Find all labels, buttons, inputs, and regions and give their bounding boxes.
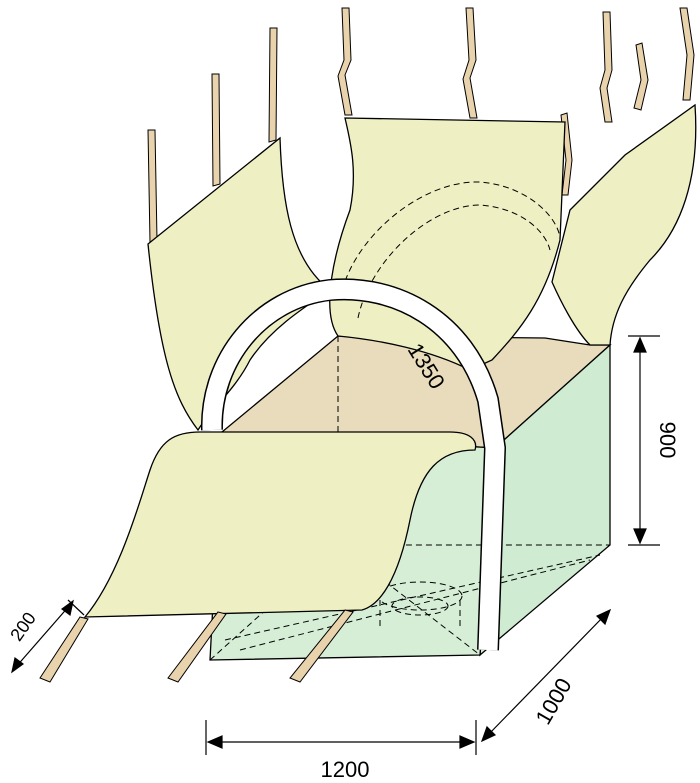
- front-straps: [39, 609, 354, 683]
- strap: [633, 42, 649, 111]
- strap: [289, 609, 354, 683]
- strap: [679, 7, 695, 101]
- strap: [462, 7, 478, 119]
- strap: [337, 7, 353, 116]
- lifting-band: [200, 278, 507, 651]
- hidden-arcs: [339, 181, 561, 319]
- lifting-straps: [147, 7, 695, 243]
- strap: [167, 611, 227, 683]
- left-flap: [147, 136, 332, 432]
- height-label: 900: [655, 422, 680, 459]
- depth-label: 1000: [530, 674, 576, 729]
- strap: [211, 73, 221, 187]
- dimension-lines: [11, 335, 660, 755]
- strap: [599, 11, 613, 123]
- right-flap: [551, 103, 697, 346]
- strap: [268, 27, 278, 143]
- length-label: 1200: [321, 757, 370, 782]
- strap: [147, 129, 158, 243]
- strap: [39, 616, 89, 683]
- front-flap: [83, 431, 477, 618]
- flap-label: 200: [6, 609, 40, 645]
- front-flap-group: [83, 431, 477, 618]
